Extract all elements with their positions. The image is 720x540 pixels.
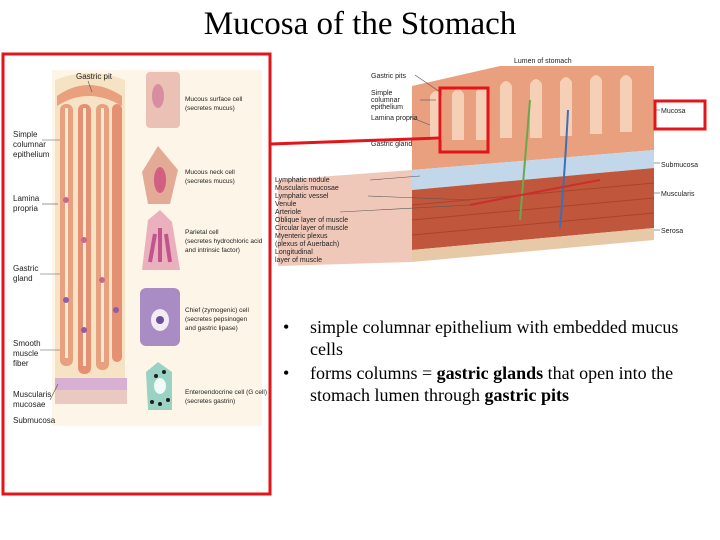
cell-desc-chief: (secretes pepsinogen	[185, 316, 248, 323]
label-r-lamina-propria: Lamina propria	[371, 115, 418, 122]
label-simple-columnar-3: epithelium	[13, 150, 50, 159]
cell-desc-parietal: (secretes hydrochloric acid	[185, 238, 263, 245]
mucous-surface-cell-illustration	[146, 72, 180, 128]
label-longitudinal-2: layer of muscle	[275, 257, 322, 264]
muscularis-mucosae-layer	[55, 378, 127, 390]
left-figure: Gastric pit Simple columnar epithelium L…	[13, 70, 267, 426]
label-submucosa: Submucosa	[13, 416, 56, 425]
cell-label-mucous-surface: Mucous surface cell	[185, 96, 243, 103]
bullet-bold-gastric-pits: gastric pits	[484, 385, 569, 405]
bullet-text-pre: forms columns =	[310, 363, 437, 383]
submucosa-layer	[55, 390, 127, 404]
label-gastric-gland-1: Gastric	[13, 264, 38, 273]
cell-desc2-parietal: and intrinsic factor)	[185, 247, 240, 254]
label-lamina-propria-2: propria	[13, 204, 38, 213]
bullet-item: forms columns = gastric glands that open…	[283, 362, 703, 406]
label-lymphatic-nodule: Lymphatic nodule	[275, 177, 330, 184]
cell-label-mucous-neck: Mucous neck cell	[185, 169, 235, 176]
gastric-gland-tissue	[57, 85, 122, 374]
label-serosa: Serosa	[661, 228, 683, 235]
bullet-text: simple columnar epithelium with embedded…	[310, 317, 678, 359]
bullet-bold-gastric-glands: gastric glands	[437, 363, 544, 383]
label-oblique-muscle: Oblique layer of muscle	[275, 217, 348, 224]
label-smooth-muscle-3: fiber	[13, 359, 29, 368]
label-plexus-auerbach: (plexus of Auerbach)	[275, 241, 339, 248]
label-gastric-pit: Gastric pit	[76, 72, 113, 81]
cell-label-chief: Chief (zymogenic) cell	[185, 307, 249, 314]
label-arteriole: Arteriole	[275, 209, 301, 216]
label-myenteric-plexus: Myenteric plexus	[275, 233, 328, 240]
label-muscularis-mucosae-2: mucosae	[13, 400, 46, 409]
label-r-simple-2: columnar	[371, 97, 400, 104]
label-circular-muscle: Circular layer of muscle	[275, 225, 348, 232]
cell-desc-mucous-surface: (secretes mucus)	[185, 105, 235, 112]
label-smooth-muscle-1: Smooth	[13, 339, 41, 348]
label-mucosa: Mucosa	[661, 108, 686, 115]
cell-label-parietal: Parietal cell	[185, 229, 219, 236]
label-smooth-muscle-2: muscle	[13, 349, 39, 358]
label-venule: Venule	[275, 201, 297, 208]
bullet-list: simple columnar epithelium with embedded…	[283, 316, 703, 408]
label-lymphatic-vessel: Lymphatic vessel	[275, 193, 329, 200]
label-simple-columnar-1: Simple	[13, 130, 38, 139]
label-r-simple-1: Simple	[371, 90, 393, 97]
label-longitudinal-1: Longitudinal	[275, 249, 313, 256]
label-r-muscularis-mucosae: Muscularis mucosae	[275, 185, 339, 192]
highlight-box-mucosa-label	[655, 101, 705, 129]
label-r-gastric-gland: Gastric gland	[371, 141, 412, 148]
cell-label-enteroendocrine: Enteroendocrine cell (G cell)	[185, 389, 267, 396]
bullet-item: simple columnar epithelium with embedded…	[283, 316, 703, 360]
label-r-simple-3: epithelium	[371, 104, 403, 111]
cell-desc-mucous-neck: (secretes mucus)	[185, 178, 235, 185]
label-submucosa-r: Submucosa	[661, 162, 698, 169]
label-gastric-gland-2: gland	[13, 274, 33, 283]
label-lamina-propria-1: Lamina	[13, 194, 40, 203]
label-gastric-pits: Gastric pits	[371, 73, 407, 80]
label-simple-columnar-2: columnar	[13, 140, 46, 149]
cell-desc-enteroendocrine: (secretes gastrin)	[185, 398, 235, 405]
label-lumen-of-stomach: Lumen of stomach	[514, 58, 572, 65]
cell-desc2-chief: and gastric lipase)	[185, 325, 238, 332]
label-muscularis: Muscularis	[661, 191, 695, 198]
label-muscularis-mucosae-1: Muscularis	[13, 390, 51, 399]
chief-cell-illustration	[140, 288, 180, 346]
